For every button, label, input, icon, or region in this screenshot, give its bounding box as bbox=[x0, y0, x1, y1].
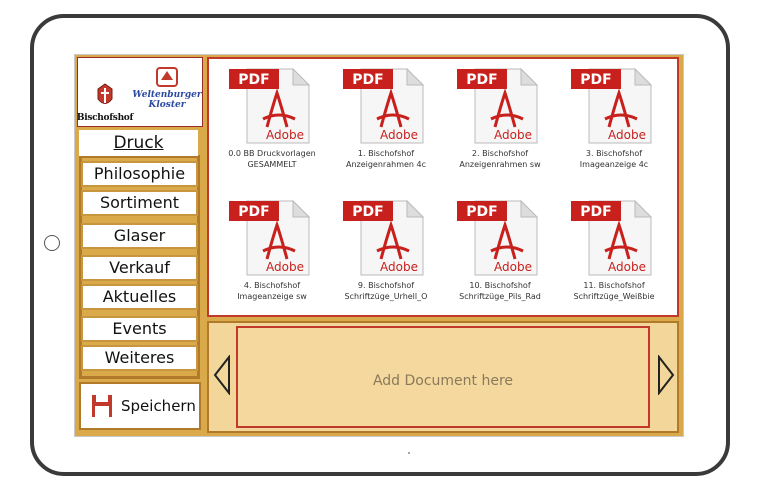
pdf-file-item[interactable]: PDF Adobe 3. Bischofshof Imageanzeige 4c bbox=[559, 63, 669, 185]
nav-item-verkauf[interactable]: Verkauf bbox=[81, 255, 198, 281]
pdf-badge-text: PDF bbox=[352, 72, 383, 88]
pdf-file-icon: PDF Adobe bbox=[457, 199, 539, 276]
nav-item-druck[interactable]: Druck bbox=[79, 130, 198, 156]
app-screen: Bischofshof Weltenburger Kloster Druck P… bbox=[74, 54, 684, 437]
file-name: 0.0 BB Druckvorlagen GESAMMELT bbox=[228, 149, 316, 169]
weltenburger-logo: Weltenburger Kloster bbox=[132, 66, 202, 120]
file-name: 10. Bischofshof Schriftzüge_Pils_Rad bbox=[459, 281, 541, 301]
floppy-disk-icon bbox=[92, 395, 112, 417]
category-nav: Druck Philosophie Sortiment Glaser Verka… bbox=[79, 130, 200, 380]
pdf-file-icon: PDF Adobe bbox=[457, 67, 539, 144]
nav-item-weiteres[interactable]: Weiteres bbox=[81, 345, 198, 371]
pdf-badge-text: PDF bbox=[580, 204, 611, 220]
pdf-file-icon: PDF Adobe bbox=[571, 67, 653, 144]
file-name: 11. Bischofshof Schriftzüge_Weißbie bbox=[573, 281, 655, 301]
pdf-file-icon: PDF Adobe bbox=[571, 199, 653, 276]
save-button[interactable]: Speichern bbox=[79, 382, 201, 430]
pdf-badge-text: PDF bbox=[352, 204, 383, 220]
pdf-file-item[interactable]: PDF Adobe 1. Bischofshof Anzeigenrahmen … bbox=[331, 63, 441, 185]
bischofshof-logo: Bischofshof bbox=[77, 61, 133, 123]
pdf-file-item[interactable]: PDF Adobe 0.0 BB Druckvorlagen GESAMMELT bbox=[217, 63, 327, 185]
pdf-badge-text: PDF bbox=[580, 72, 611, 88]
pdf-badge-text: PDF bbox=[238, 204, 269, 220]
nav-frame bbox=[79, 155, 200, 379]
adobe-text: Adobe bbox=[266, 128, 304, 142]
adobe-text: Adobe bbox=[494, 260, 532, 274]
chevron-left-icon[interactable] bbox=[213, 355, 231, 395]
file-name: 1. Bischofshof Anzeigenrahmen 4c bbox=[345, 149, 427, 169]
pdf-file-icon: PDF Adobe bbox=[229, 199, 311, 276]
pdf-file-item[interactable]: PDF Adobe 11. Bischofshof Schriftzüge_We… bbox=[559, 195, 669, 315]
pdf-badge-text: PDF bbox=[466, 72, 497, 88]
adobe-text: Adobe bbox=[266, 260, 304, 274]
file-name: 9. Bischofshof Schriftzüge_Urhell_O bbox=[344, 281, 428, 301]
logo-panel: Bischofshof Weltenburger Kloster bbox=[77, 57, 203, 127]
adobe-text: Adobe bbox=[608, 260, 646, 274]
pdf-file-item[interactable]: PDF Adobe 2. Bischofshof Anzeigenrahmen … bbox=[445, 63, 555, 185]
bischofshof-crest-icon bbox=[97, 83, 113, 104]
weltenburger-crest-icon bbox=[156, 67, 178, 87]
dropzone-label: Add Document here bbox=[372, 373, 514, 389]
file-name: 3. Bischofshof Imageanzeige 4c bbox=[579, 149, 649, 169]
pdf-file-item[interactable]: PDF Adobe 9. Bischofshof Schriftzüge_Urh… bbox=[331, 195, 441, 315]
camera-dot bbox=[408, 452, 410, 454]
home-button[interactable] bbox=[44, 235, 60, 251]
adobe-text: Adobe bbox=[608, 128, 646, 142]
pdf-badge-text: PDF bbox=[238, 72, 269, 88]
nav-item-philosophie[interactable]: Philosophie bbox=[81, 161, 198, 187]
pdf-file-icon: PDF Adobe bbox=[343, 67, 425, 144]
chevron-right-icon[interactable] bbox=[657, 355, 675, 395]
file-name: 4. Bischofshof Imageanzeige sw bbox=[237, 281, 307, 301]
nav-item-glaser[interactable]: Glaser bbox=[81, 223, 198, 249]
pdf-file-icon: PDF Adobe bbox=[229, 67, 311, 144]
pdf-file-icon: PDF Adobe bbox=[343, 199, 425, 276]
pdf-file-item[interactable]: PDF Adobe 4. Bischofshof Imageanzeige sw bbox=[217, 195, 327, 315]
file-grid: PDF Adobe 0.0 BB Druckvorlagen GESAMMELT… bbox=[207, 57, 679, 317]
adobe-text: Adobe bbox=[494, 128, 532, 142]
adobe-text: Adobe bbox=[380, 128, 418, 142]
pdf-badge-text: PDF bbox=[466, 204, 497, 220]
pdf-file-item[interactable]: PDF Adobe 10. Bischofshof Schriftzüge_Pi… bbox=[445, 195, 555, 315]
file-name: 2. Bischofshof Anzeigenrahmen sw bbox=[459, 149, 541, 169]
nav-item-aktuelles[interactable]: Aktuelles bbox=[81, 284, 198, 310]
adobe-text: Adobe bbox=[380, 260, 418, 274]
add-document-dropzone[interactable]: Add Document here bbox=[236, 326, 650, 428]
document-dropzone-panel: Add Document here bbox=[207, 321, 679, 433]
nav-item-events[interactable]: Events bbox=[81, 316, 198, 342]
nav-item-sortiment[interactable]: Sortiment bbox=[81, 190, 198, 216]
